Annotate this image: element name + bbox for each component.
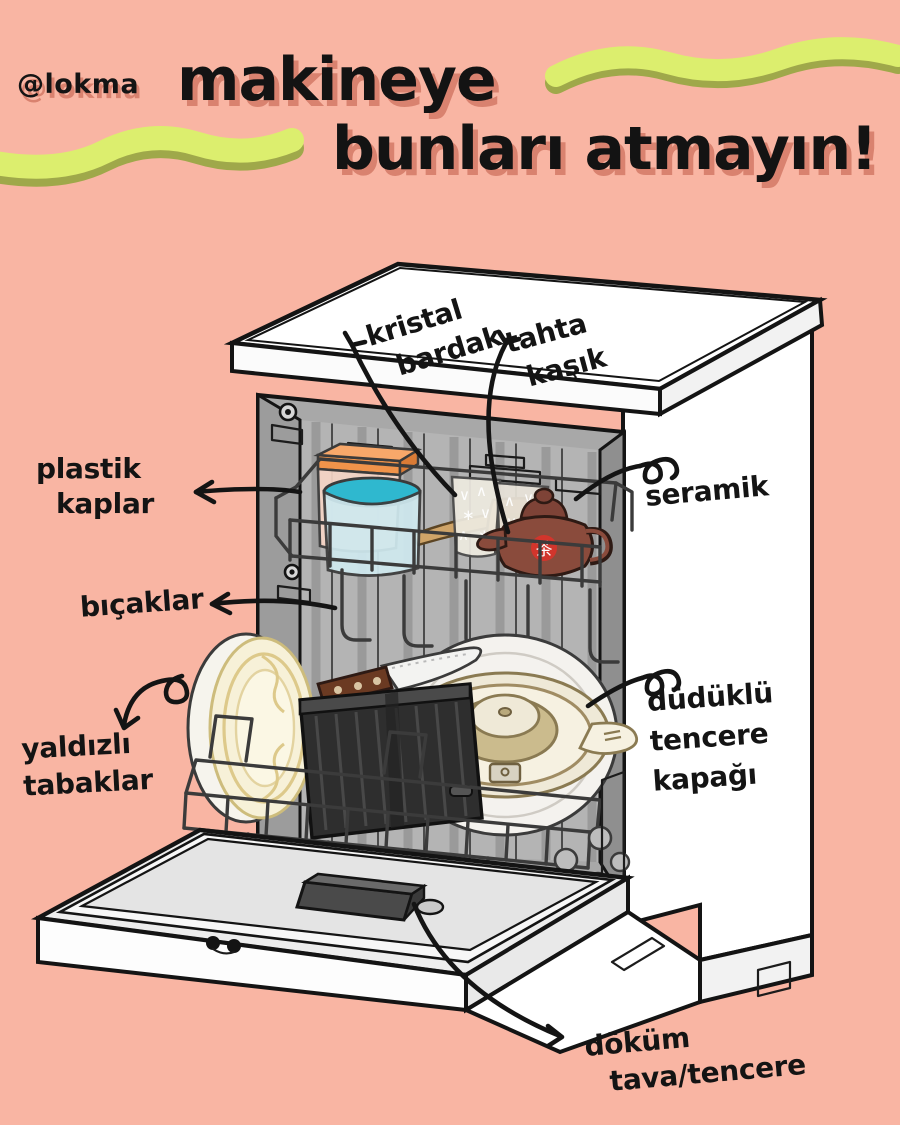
svg-text:∗: ∗ bbox=[462, 506, 475, 524]
svg-text:∨: ∨ bbox=[459, 486, 470, 504]
handle-label: @lokma bbox=[17, 69, 139, 100]
dishwasher-illustration: ∨ ∧ ∗ ∨ ∧ ∗ ∧ ∨ ∨ ∗ ∗ ∨ bbox=[31, 261, 828, 1055]
svg-text:∨: ∨ bbox=[523, 489, 534, 507]
label-plastik-kaplar-line2: kaplar bbox=[56, 487, 155, 520]
body-base-right bbox=[698, 932, 814, 1005]
title-line2: bunları atmayın! bbox=[332, 114, 877, 184]
dishwasher-door[interactable] bbox=[31, 827, 635, 1014]
svg-text:∧: ∧ bbox=[476, 482, 487, 500]
cavity-hardware bbox=[270, 402, 312, 604]
label-plastik-kaplar-line1: plastik bbox=[36, 452, 142, 485]
dishwasher-top-lip-right bbox=[658, 296, 825, 418]
callout-arrows bbox=[113, 329, 682, 1049]
handle: @lokma @lokma bbox=[17, 69, 142, 105]
arrow-bicaklar bbox=[209, 598, 338, 611]
lower-rack-items bbox=[186, 632, 639, 840]
svg-text:∨: ∨ bbox=[480, 504, 491, 522]
arrow-seramik-curl bbox=[637, 456, 680, 485]
arrow-yaldizli-curl bbox=[121, 673, 190, 728]
callout-plastik-kaplar: plastik kaplar bbox=[36, 452, 155, 520]
callout-yaldizli-tabaklar: yaldızlı tabaklar bbox=[20, 727, 154, 803]
dishwasher-top-inner-line bbox=[244, 266, 809, 383]
svg-text:∧: ∧ bbox=[504, 492, 515, 510]
plinth-notch bbox=[610, 936, 666, 972]
cast-iron-grill-pan bbox=[298, 682, 484, 840]
label-yaldizli-line2: tabaklar bbox=[22, 763, 154, 803]
arrow-kristal-bardak bbox=[349, 342, 458, 498]
green-squiggle-top-right bbox=[545, 37, 900, 94]
title-line2-shadow: bunları atmayın! bbox=[337, 120, 882, 190]
arrow-tahta-kasik bbox=[486, 340, 511, 535]
arrow-seramik bbox=[573, 463, 643, 502]
label-yaldizli-line1: yaldızlı bbox=[20, 727, 131, 766]
title-line1: makineye bbox=[177, 45, 496, 115]
arrow-plastik-kaplar bbox=[193, 486, 303, 495]
dishwasher-foot bbox=[756, 960, 792, 998]
arrow-duduklu-curl bbox=[639, 668, 682, 697]
arrow-dokum bbox=[411, 901, 563, 1039]
label-duduklu-line3: kapağı bbox=[652, 758, 758, 798]
title-line1-shadow: makineye bbox=[182, 51, 501, 121]
chef-knife bbox=[316, 646, 483, 706]
handle-shadow: @lokma bbox=[20, 74, 142, 105]
arrow-duduklu bbox=[585, 675, 645, 709]
green-squiggle-left bbox=[0, 126, 304, 187]
gilded-plate bbox=[186, 632, 316, 824]
page-title: makineye makineye bunları atmayın! bunla… bbox=[177, 45, 883, 190]
